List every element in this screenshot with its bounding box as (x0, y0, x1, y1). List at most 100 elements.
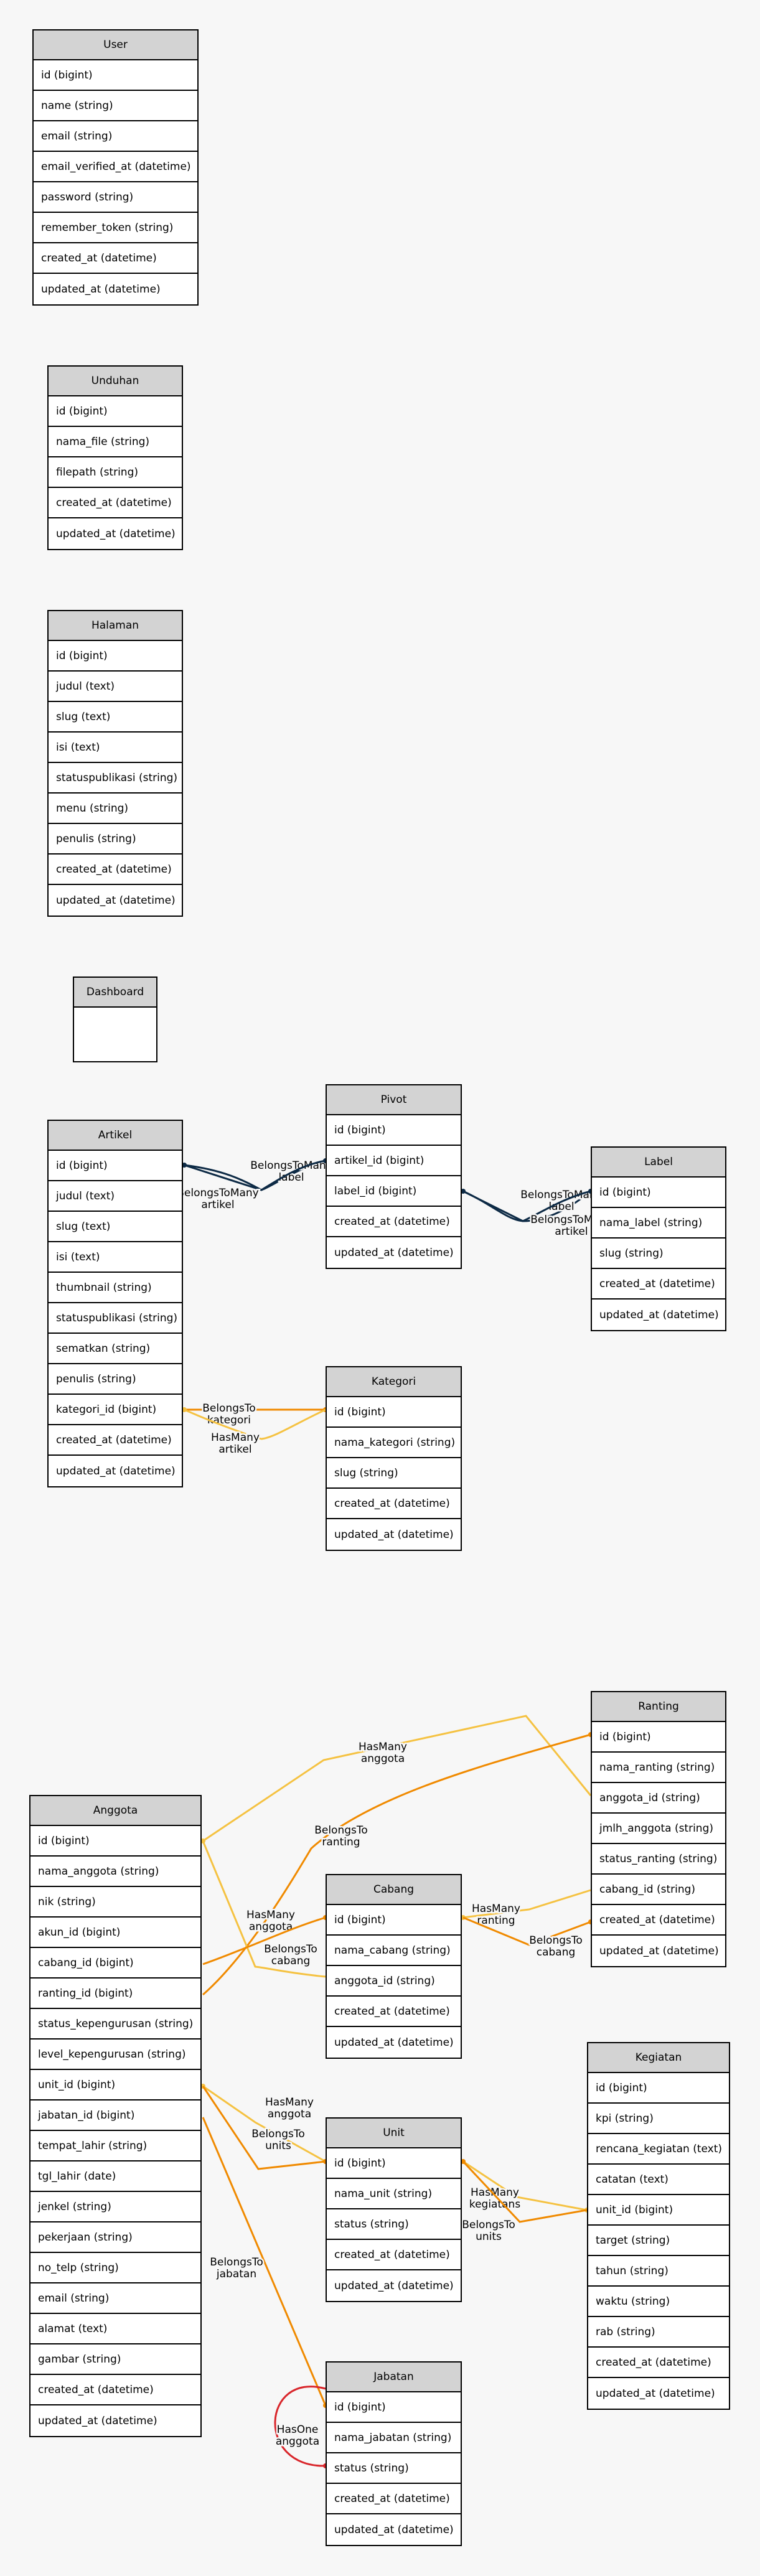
edge-anggota-ranting: BelongsTo ranting (202, 1732, 593, 1996)
table-column-row: updated_at (datetime) (56, 527, 176, 540)
edge-line (462, 2160, 588, 2211)
table-column-row: catatan (text) (588, 2165, 729, 2195)
table-column-row: status (string) (327, 2453, 461, 2484)
edge-line (462, 1190, 591, 1222)
table-column-row: penulis (string) (49, 824, 182, 855)
table-column-row: email (string) (30, 2283, 200, 2314)
table-column-row: created_at (datetime) (592, 1269, 725, 1300)
edge-label: jabatan (216, 2268, 256, 2280)
table-column-row: created_at (datetime) (588, 2348, 729, 2378)
table-column-row: nama_cabang (string) (327, 1936, 461, 1966)
table-column-row: created_at (datetime) (30, 2375, 200, 2405)
table-column-row: tahun (string) (588, 2256, 729, 2287)
table-column-row: isi (text) (49, 1242, 182, 1273)
table-column-row: id (bigint) (49, 1151, 182, 1181)
edge-arrowhead (461, 2159, 466, 2164)
table-column-row: updated_at (datetime) (56, 894, 176, 907)
table-column-row: penulis (string) (49, 1364, 182, 1395)
table-column-row: created_at (datetime) (327, 1997, 461, 2027)
table-column-row: id (bigint) (34, 60, 197, 91)
table-column-row: created_at (datetime) (327, 1489, 461, 1519)
table-column-row: id (bigint) (592, 1178, 725, 1208)
table-column-row: created_at (datetime) (34, 243, 197, 274)
table-column-row: waktu (string) (588, 2287, 729, 2317)
table-header: Cabang (327, 1875, 461, 1905)
edge-label: BelongsToMany (177, 1187, 258, 1199)
table-column-row: kategori_id (bigint) (49, 1395, 182, 1425)
table-header: Label (592, 1148, 725, 1178)
table-column-row: tempat_lahir (string) (30, 2131, 200, 2161)
table-column-row: jenkel (string) (30, 2192, 200, 2222)
table-column-row: jmlh_anggota (string) (592, 1814, 725, 1844)
table-column-row: nik (string) (30, 1887, 200, 1918)
table-body-empty (74, 1008, 156, 1061)
table-column-row: nama_jabatan (string) (327, 2423, 461, 2453)
edge-line (274, 2386, 326, 2467)
table-column-row: pekerjaan (string) (30, 2222, 200, 2253)
table-column-row: gambar (string) (30, 2344, 200, 2375)
table-column-row: nama_kategori (string) (327, 1428, 461, 1458)
table-column-row: jabatan_id (bigint) (30, 2101, 200, 2131)
edge-line (462, 1190, 591, 1222)
table-column-row: label_id (bigint) (327, 1176, 461, 1207)
table-dashboard[interactable]: Dashboard (73, 977, 157, 1062)
table-header: User (34, 30, 197, 60)
table-column-row: akun_id (bigint) (30, 1918, 200, 1948)
table-column-row: judul (text) (49, 1181, 182, 1212)
table-header: Kategori (327, 1367, 461, 1397)
table-column-row: nama_unit (string) (327, 2179, 461, 2209)
table-column-row: status (string) (327, 2209, 461, 2240)
edge-label: HasMany (265, 2096, 314, 2109)
edge-label: BelongsTo (529, 1934, 583, 1947)
table-column-row: id (bigint) (588, 2073, 729, 2104)
edge-label: BelongsToMany (250, 1159, 332, 1172)
edge-label: BelongsTo (251, 2128, 305, 2140)
table-column-row: created_at (datetime) (327, 2484, 461, 2514)
edge-line (202, 2117, 327, 2406)
table-column-row: remember_token (string) (34, 213, 197, 243)
table-column-row: menu (string) (49, 794, 182, 824)
table-column-row: statuspublikasi (string) (49, 763, 182, 794)
edge-line (202, 2085, 326, 2163)
edge-label: ranting (322, 1836, 360, 1848)
edge-line (202, 1715, 592, 1842)
table-column-row: updated_at (datetime) (56, 1464, 176, 1478)
edge-line (202, 1840, 326, 1978)
table-column-row: email (string) (34, 121, 197, 152)
table-column-row: updated_at (datetime) (38, 2414, 157, 2427)
table-column-row: updated_at (datetime) (334, 1246, 454, 1259)
edge-arrowhead (200, 1838, 205, 1843)
table-column-row: slug (string) (592, 1239, 725, 1269)
table-header: Anggota (30, 1796, 200, 1826)
table-column-row: status_kepengurusan (string) (30, 2009, 200, 2040)
edge-label: BelongsTo (264, 1943, 317, 1955)
edge-label: BelongsTo (210, 2256, 263, 2269)
table-column-row: id (bigint) (327, 2148, 461, 2179)
table-column-row: id (bigint) (49, 396, 182, 427)
table-column-row: id (bigint) (327, 1397, 461, 1428)
edge-label: HasMany (246, 1909, 295, 1921)
table-column-row: id (bigint) (327, 1905, 461, 1936)
edge-label: BelongsTo (462, 2219, 515, 2231)
table-column-row: kpi (string) (588, 2104, 729, 2134)
table-column-row: rab (string) (588, 2317, 729, 2348)
